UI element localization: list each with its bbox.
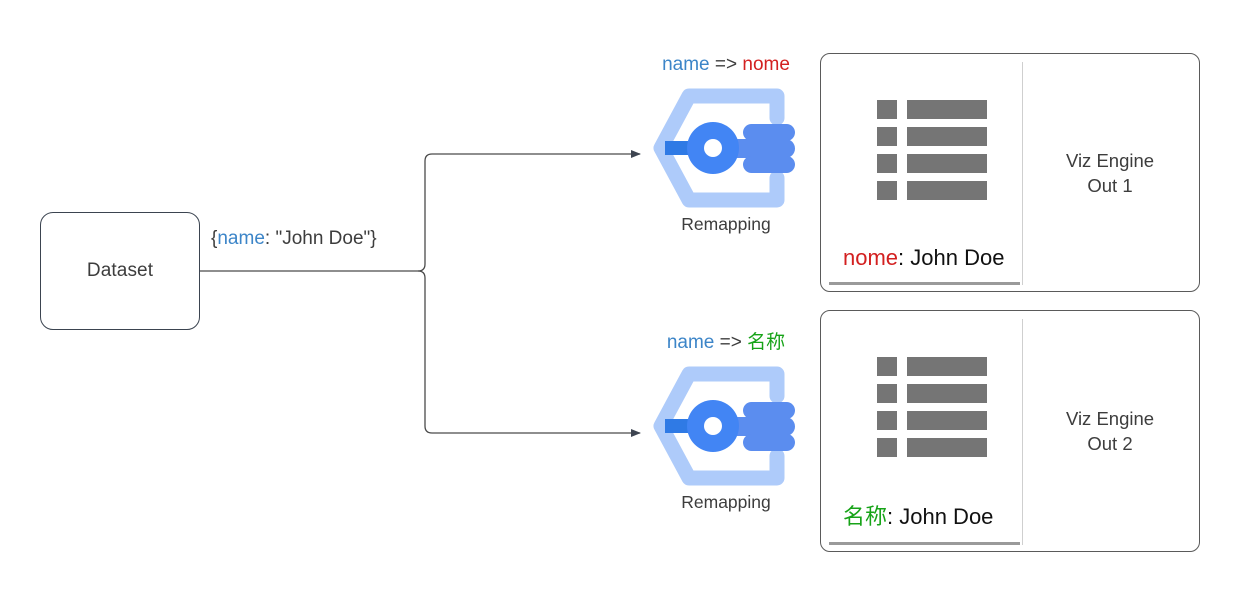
list-bar [907, 384, 987, 403]
list-row [877, 357, 987, 376]
list-glyph-icon [877, 357, 987, 457]
list-square [877, 411, 897, 430]
list-bar [907, 154, 987, 173]
viz-preview-area-2: 名称: John Doe [829, 319, 1023, 545]
list-square [877, 438, 897, 457]
list-square [877, 357, 897, 376]
list-row [877, 154, 987, 173]
list-bar [907, 411, 987, 430]
edge-payload-label: {name: "John Doe"} [211, 228, 377, 250]
viz-engine-panel-2[interactable]: 名称: John Doe Viz Engine Out 2 [820, 310, 1200, 552]
mapping-to-1: nome [742, 54, 790, 75]
list-bar [907, 438, 987, 457]
remapping-node-1[interactable]: name => nome Remapping [631, 52, 821, 235]
remapping-mapping-label-2: name => 名称 [631, 330, 821, 356]
remapping-icon [653, 366, 795, 486]
list-square [877, 100, 897, 119]
mapping-to-2: 名称 [747, 332, 786, 353]
mapping-from-1: name [662, 54, 710, 75]
viz-engine-panel-1[interactable]: nome: John Doe Viz Engine Out 1 [820, 53, 1200, 292]
remapping-node-title-2: Remapping [681, 492, 771, 512]
edge-branch-1 [417, 150, 641, 272]
list-row [877, 127, 987, 146]
remapping-node-2[interactable]: name => 名称 Remapping [631, 330, 821, 513]
viz-result-key-2: 名称 [843, 504, 888, 529]
payload-open-brace: { [211, 228, 218, 249]
list-square [877, 384, 897, 403]
remapping-icon [653, 88, 795, 208]
mapping-arrow-1: => [714, 54, 738, 75]
list-bar [907, 181, 987, 200]
mapping-from-2: name [666, 332, 715, 353]
list-bar [907, 357, 987, 376]
list-bar [907, 100, 987, 119]
edge-branch-2 [417, 270, 641, 437]
list-row [877, 438, 987, 457]
list-square [877, 154, 897, 173]
payload-key: name [217, 228, 265, 249]
mapping-arrow-2: => [719, 332, 742, 353]
list-bar [907, 127, 987, 146]
remapping-node-title-1: Remapping [681, 214, 771, 234]
list-row [877, 181, 987, 200]
list-row [877, 384, 987, 403]
remapping-mapping-label-1: name => nome [631, 52, 821, 78]
list-row [877, 411, 987, 430]
viz-engine-label-2: Viz Engine Out 2 [1027, 406, 1193, 456]
viz-engine-label-line2: Out 2 [1087, 433, 1133, 454]
payload-value: : "John Doe"} [264, 228, 377, 249]
viz-engine-label-line1: Viz Engine [1065, 149, 1155, 171]
dataset-node[interactable]: Dataset [40, 212, 200, 330]
list-square [877, 181, 897, 200]
list-row [877, 100, 987, 119]
viz-engine-label-1: Viz Engine Out 1 [1027, 148, 1193, 198]
list-square [877, 127, 897, 146]
dataset-node-label: Dataset [86, 260, 154, 281]
viz-result-text-1: nome: John Doe [843, 245, 1004, 271]
list-glyph-icon [877, 100, 987, 200]
viz-result-text-2: 名称: John Doe [843, 499, 993, 531]
viz-engine-label-line1: Viz Engine [1065, 408, 1155, 429]
viz-preview-area-1: nome: John Doe [829, 62, 1023, 285]
viz-result-key-1: nome [843, 245, 899, 270]
viz-result-value-2: : John Doe [887, 504, 994, 529]
viz-result-value-1: : John Doe [898, 245, 1005, 270]
viz-engine-label-line2: Out 1 [1087, 174, 1133, 196]
